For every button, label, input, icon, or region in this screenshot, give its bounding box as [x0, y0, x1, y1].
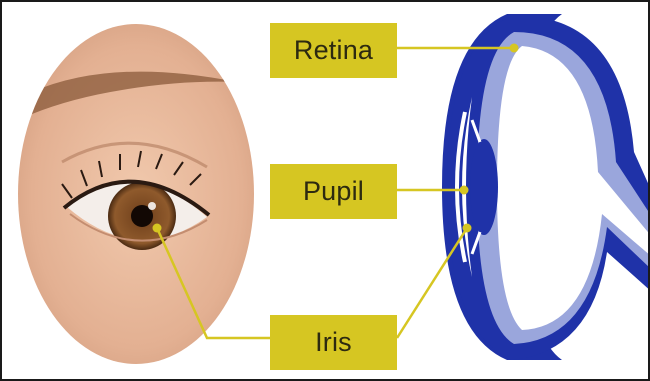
- eye-cross-section: [442, 14, 650, 360]
- pupil-label: Pupil: [270, 164, 397, 219]
- pupil-dot: [460, 186, 469, 195]
- lens: [470, 139, 498, 235]
- iris-label: Iris: [270, 315, 397, 370]
- human-eye-photo: [12, 17, 262, 377]
- retina-label: Retina: [270, 23, 397, 78]
- iris-dot-section: [463, 224, 472, 233]
- retina-dot: [510, 44, 519, 53]
- iris-dot-photo: [153, 224, 162, 233]
